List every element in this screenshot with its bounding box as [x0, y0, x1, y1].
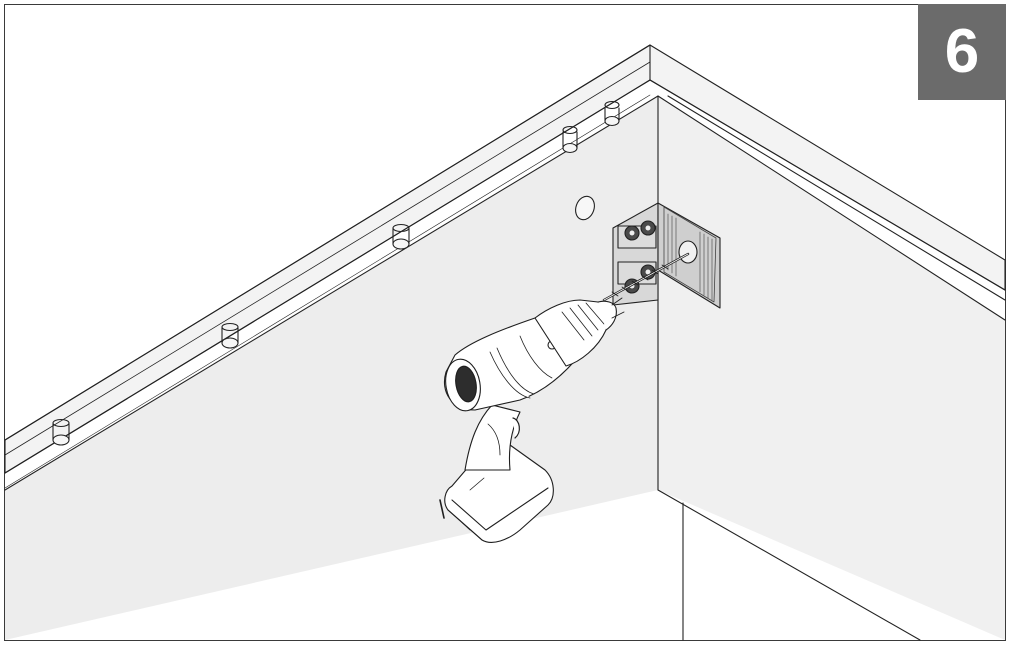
- step-number-badge: 6: [918, 4, 1006, 100]
- step-number: 6: [944, 17, 980, 86]
- drill-bit: [602, 252, 690, 302]
- drill-hole-icon: [575, 195, 595, 221]
- dowel: [52, 418, 70, 446]
- dowel: [392, 223, 410, 250]
- cordless-drill-icon: [439, 297, 625, 543]
- dowel: [221, 322, 239, 349]
- dowel: [604, 100, 620, 127]
- cabinet-front-panel: [658, 96, 1005, 640]
- dowel: [562, 125, 578, 154]
